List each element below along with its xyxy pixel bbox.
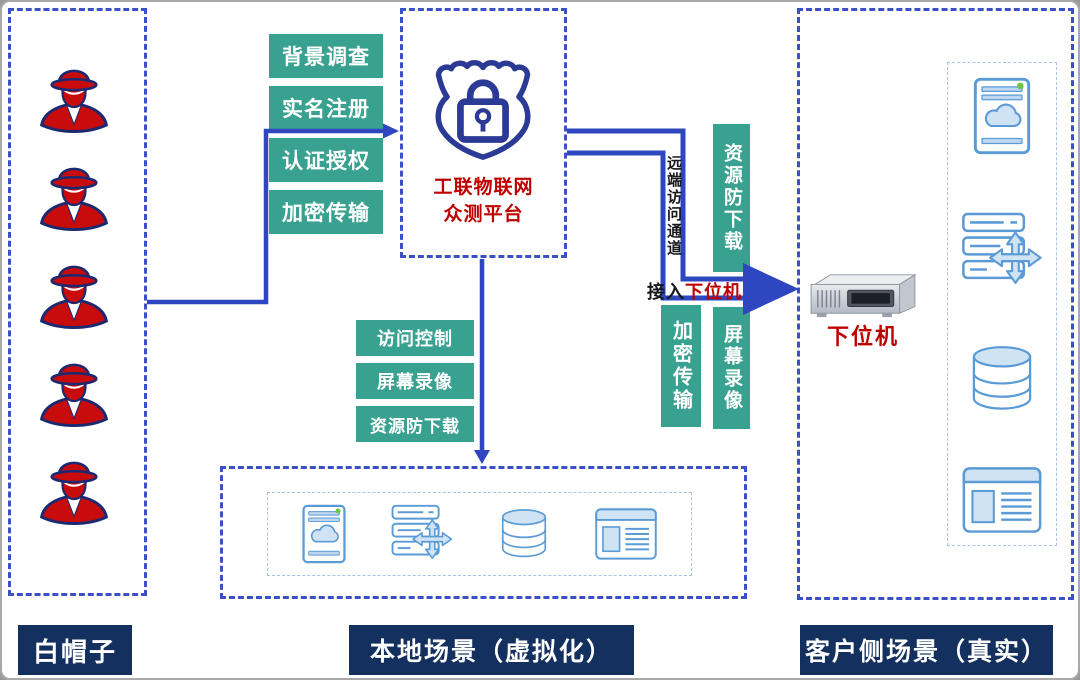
white-hats-panel xyxy=(8,8,147,596)
web-browser-icon xyxy=(961,465,1043,535)
control-access-control: 访问控制 xyxy=(356,320,474,356)
caption-client-scenario: 客户侧场景（真实） xyxy=(800,625,1053,675)
server-cluster-icon xyxy=(960,209,1044,293)
channel-control-encryption: 加密传输 xyxy=(661,305,701,427)
spy-hat-icon xyxy=(38,156,110,231)
caption-white-hats: 白帽子 xyxy=(18,625,132,675)
white-hat-group xyxy=(38,58,110,525)
remote-access-channel-label: 远端访问通道 xyxy=(665,155,682,257)
caption-local-scenario: 本地场景（虚拟化） xyxy=(349,625,634,675)
web-browser-icon xyxy=(594,507,658,561)
database-icon xyxy=(496,506,552,562)
access-prefix-text: 接入 xyxy=(647,281,685,302)
spy-hat-icon xyxy=(38,352,110,427)
server-cluster-icon xyxy=(389,502,455,566)
spy-hat-icon xyxy=(38,254,110,329)
local-scenario-panel xyxy=(220,466,747,599)
control-screen-recording: 屏幕录像 xyxy=(356,363,474,399)
control-real-name-registration: 实名注册 xyxy=(269,86,383,130)
platform-title: 工联物联网 众测平台 xyxy=(400,174,567,228)
control-encrypted-transmission: 加密传输 xyxy=(269,190,383,234)
client-device-strip xyxy=(947,62,1057,546)
control-auth-authorization: 认证授权 xyxy=(269,138,383,182)
whitehat-to-platform-arrowhead xyxy=(383,123,399,139)
platform-panel xyxy=(400,8,567,258)
access-target-text: 下位机 xyxy=(685,281,742,302)
platform-title-line1: 工联物联网 xyxy=(433,177,534,198)
control-background-check: 背景调查 xyxy=(269,34,383,78)
platform-to-local-arrowhead xyxy=(474,450,490,464)
spy-hat-icon xyxy=(38,450,110,525)
channel-control-anti-download: 资源防下载 xyxy=(713,124,750,272)
industrial-pc-icon xyxy=(805,270,921,320)
platform-title-line2: 众测平台 xyxy=(443,204,524,225)
local-device-strip xyxy=(267,492,692,576)
access-target-label: 接入 下位机 xyxy=(647,280,759,302)
database-icon xyxy=(965,343,1039,415)
channel-control-screen-recording: 屏幕录像 xyxy=(713,307,750,429)
control-anti-download: 资源防下载 xyxy=(356,406,474,442)
target-device-label: 下位机 xyxy=(826,324,899,349)
spy-hat-icon xyxy=(38,58,110,133)
shield-lock-icon xyxy=(422,46,544,172)
mobile-cloud-icon xyxy=(972,73,1032,159)
mobile-cloud-icon xyxy=(301,502,347,566)
